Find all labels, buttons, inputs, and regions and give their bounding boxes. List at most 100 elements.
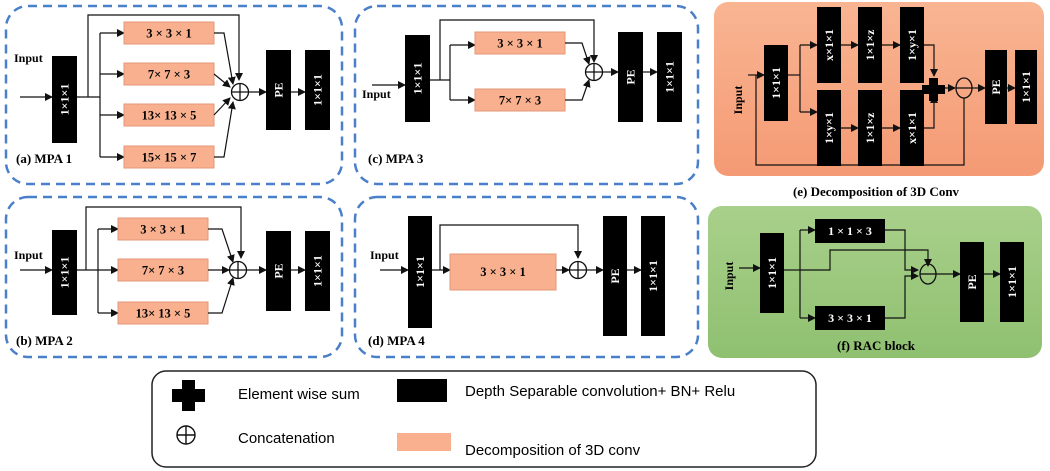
mpa1-branch-label: 15× 15 × 7 [142,151,197,165]
mpa2-pe-block [266,231,291,311]
mpa1-pe-block [266,50,291,130]
decomp-pe-label: PE [989,79,1003,94]
rac-input-label: Input [722,262,736,291]
mpa1-conv-1x1-in [52,56,77,143]
mpa4-conv-1x1-out-label: 1×1×1 [646,260,660,292]
legend-depth-separable-label: Depth Separable convolution+ BN+ Relu [465,383,735,400]
mpa1-branch-label: 7× 7 × 3 [148,68,190,82]
decomp-conv-1x1-in [764,45,788,121]
decomp-bottom-block [900,90,924,166]
mpa3-pe-block [618,32,643,122]
concat-icon [176,425,196,445]
rac-top-block [815,219,885,243]
mpa3-concat-icon [584,62,604,82]
decomp-bottom-label: 1×y×1 [822,112,836,144]
mpa4-pe-label: PE [608,268,622,283]
legend-element-sum-label: Element wise sum [238,386,360,403]
mpa4-conv-1x1-out [641,216,665,336]
mpa1-caption: (a) MPA 1 [16,151,72,166]
mpa3-conv-1x1-out-label: 1×1×1 [663,61,677,93]
mpa1-conv-1x1-in-label: 1×1×1 [58,84,72,116]
mpa2-panel: Input 1×1×1 3 × 3 × 1 7× 7 × 3 13× 13 × … [4,195,344,359]
mpa1-frame [4,4,344,186]
mpa1-conv-1x1-out [305,50,330,130]
decomp-top-block [858,7,882,83]
mpa3-conv-1x1-in [405,35,430,122]
mpa2-pe-label: PE [272,263,286,278]
mpa1-concat-icon [230,82,250,102]
decomp-pe-block [985,50,1007,124]
legend-concat-label: Concatenation [238,430,335,447]
mpa4-frame [353,195,700,359]
decomp-top-label: 1×y×1 [905,29,919,61]
decomp-input-label: Input [731,86,745,115]
decomp-bottom-block [858,90,882,166]
rac-conv-1x1-in [760,233,784,313]
decomp-element-sum-icon [922,78,945,101]
decomp-panel: Input 1×1×1 x×1×1 1×1×z 1×y×1 1×y×1 1×1×… [714,2,1044,176]
decomp-bottom-label: x×1×1 [905,112,919,144]
mpa3-pe-label: PE [624,69,638,84]
mpa1-pe-label: PE [272,82,286,97]
mpa4-caption: (d) MPA 4 [368,333,425,348]
mpa3-caption: (c) MPA 3 [368,151,424,166]
mpa2-frame [4,195,344,359]
decomp-bottom-block [817,90,841,166]
decomp-conv-1x1-out-label: 1×1×1 [1019,71,1033,103]
mpa2-conv-1x1-out-label: 1×1×1 [311,255,325,287]
decomp-top-block [817,7,841,83]
mpa2-concat-icon [228,260,248,280]
mpa4-pe-block [603,216,627,336]
mpa1-branch-label: 3 × 3 × 1 [146,27,192,41]
decomp-background [714,2,1044,176]
mpa2-conv-1x1-in [52,230,77,315]
decomp-3d-swatch [397,433,451,451]
decomp-top-label: 1×1×z [863,29,877,61]
mpa4-panel: Input 1×1×1 3 × 3 × 1 PE 1×1×1 (d) MPA 4 [353,195,700,359]
rac-bottom-block [815,306,885,330]
mpa3-panel: Input 1×1×1 3 × 3 × 1 7× 7 × 3 PE 1×1×1 … [353,4,700,186]
decomp-caption: (e) Decomposition of 3D Conv [793,184,960,199]
mpa3-frame [353,4,700,186]
mpa4-conv-1x1-in-label: 1×1×1 [413,256,427,288]
element-sum-icon [172,380,205,411]
rac-pe-block [960,242,984,322]
mpa3-conv-1x1-out [657,32,682,122]
legend-decomp-label: Decomposition of 3D conv [465,442,641,459]
mpa3-conv-1x1-in-label: 1×1×1 [411,63,425,95]
legend: Element wise sum Depth Separable convolu… [151,370,817,468]
decomp-top-label: x×1×1 [822,29,836,61]
mpa4-input-label: Input [370,248,399,262]
mpa2-input-label: Input [14,248,43,262]
rac-top-label: 1 × 1 × 3 [828,224,872,238]
decomp-top-block [900,7,924,83]
rac-conv-1x1-in-label: 1×1×1 [765,257,779,289]
mpa2-branch-label: 13× 13 × 5 [136,307,191,321]
mpa4-concat-icon [568,260,588,280]
decomp-bottom-label: 1×1×z [863,112,877,144]
depth-separable-swatch [397,379,447,402]
decomp-conv-1x1-out [1015,50,1037,124]
mpa2-branch-label: 7× 7 × 3 [142,264,184,278]
rac-panel: Input 1×1×1 1 × 1 × 3 3 × 3 × 1 PE 1×1×1… [708,206,1042,358]
mpa4-branch-label: 3 × 3 × 1 [480,265,526,279]
mpa1-conv-1x1-out-label: 1×1×1 [311,74,325,106]
mpa2-conv-1x1-out [305,231,330,311]
mpa4-branch-box [449,253,557,291]
rac-conv-1x1-out [1000,242,1024,322]
legend-frame [151,370,817,468]
rac-conv-1x1-out-label: 1×1×1 [1005,266,1019,298]
mpa4-conv-1x1-in [408,216,432,328]
mpa1-panel: Input 1×1×1 3 × 3 × 1 7× 7 × 3 13× 13 × … [4,4,344,186]
mpa3-branch-label: 3 × 3 × 1 [497,37,543,51]
mpa1-input-label: Input [14,51,43,65]
mpa1-branch-label: 13× 13 × 5 [142,109,197,123]
rac-background [708,206,1042,358]
mpa2-conv-1x1-in-label: 1×1×1 [58,257,72,289]
rac-bottom-label: 3 × 3 × 1 [828,311,872,325]
mpa3-branch-label: 7× 7 × 3 [499,94,541,108]
mpa2-branch-label: 3 × 3 × 1 [140,223,186,237]
rac-caption: (f) RAC block [837,338,916,353]
mpa3-input-label: Input [362,87,391,101]
